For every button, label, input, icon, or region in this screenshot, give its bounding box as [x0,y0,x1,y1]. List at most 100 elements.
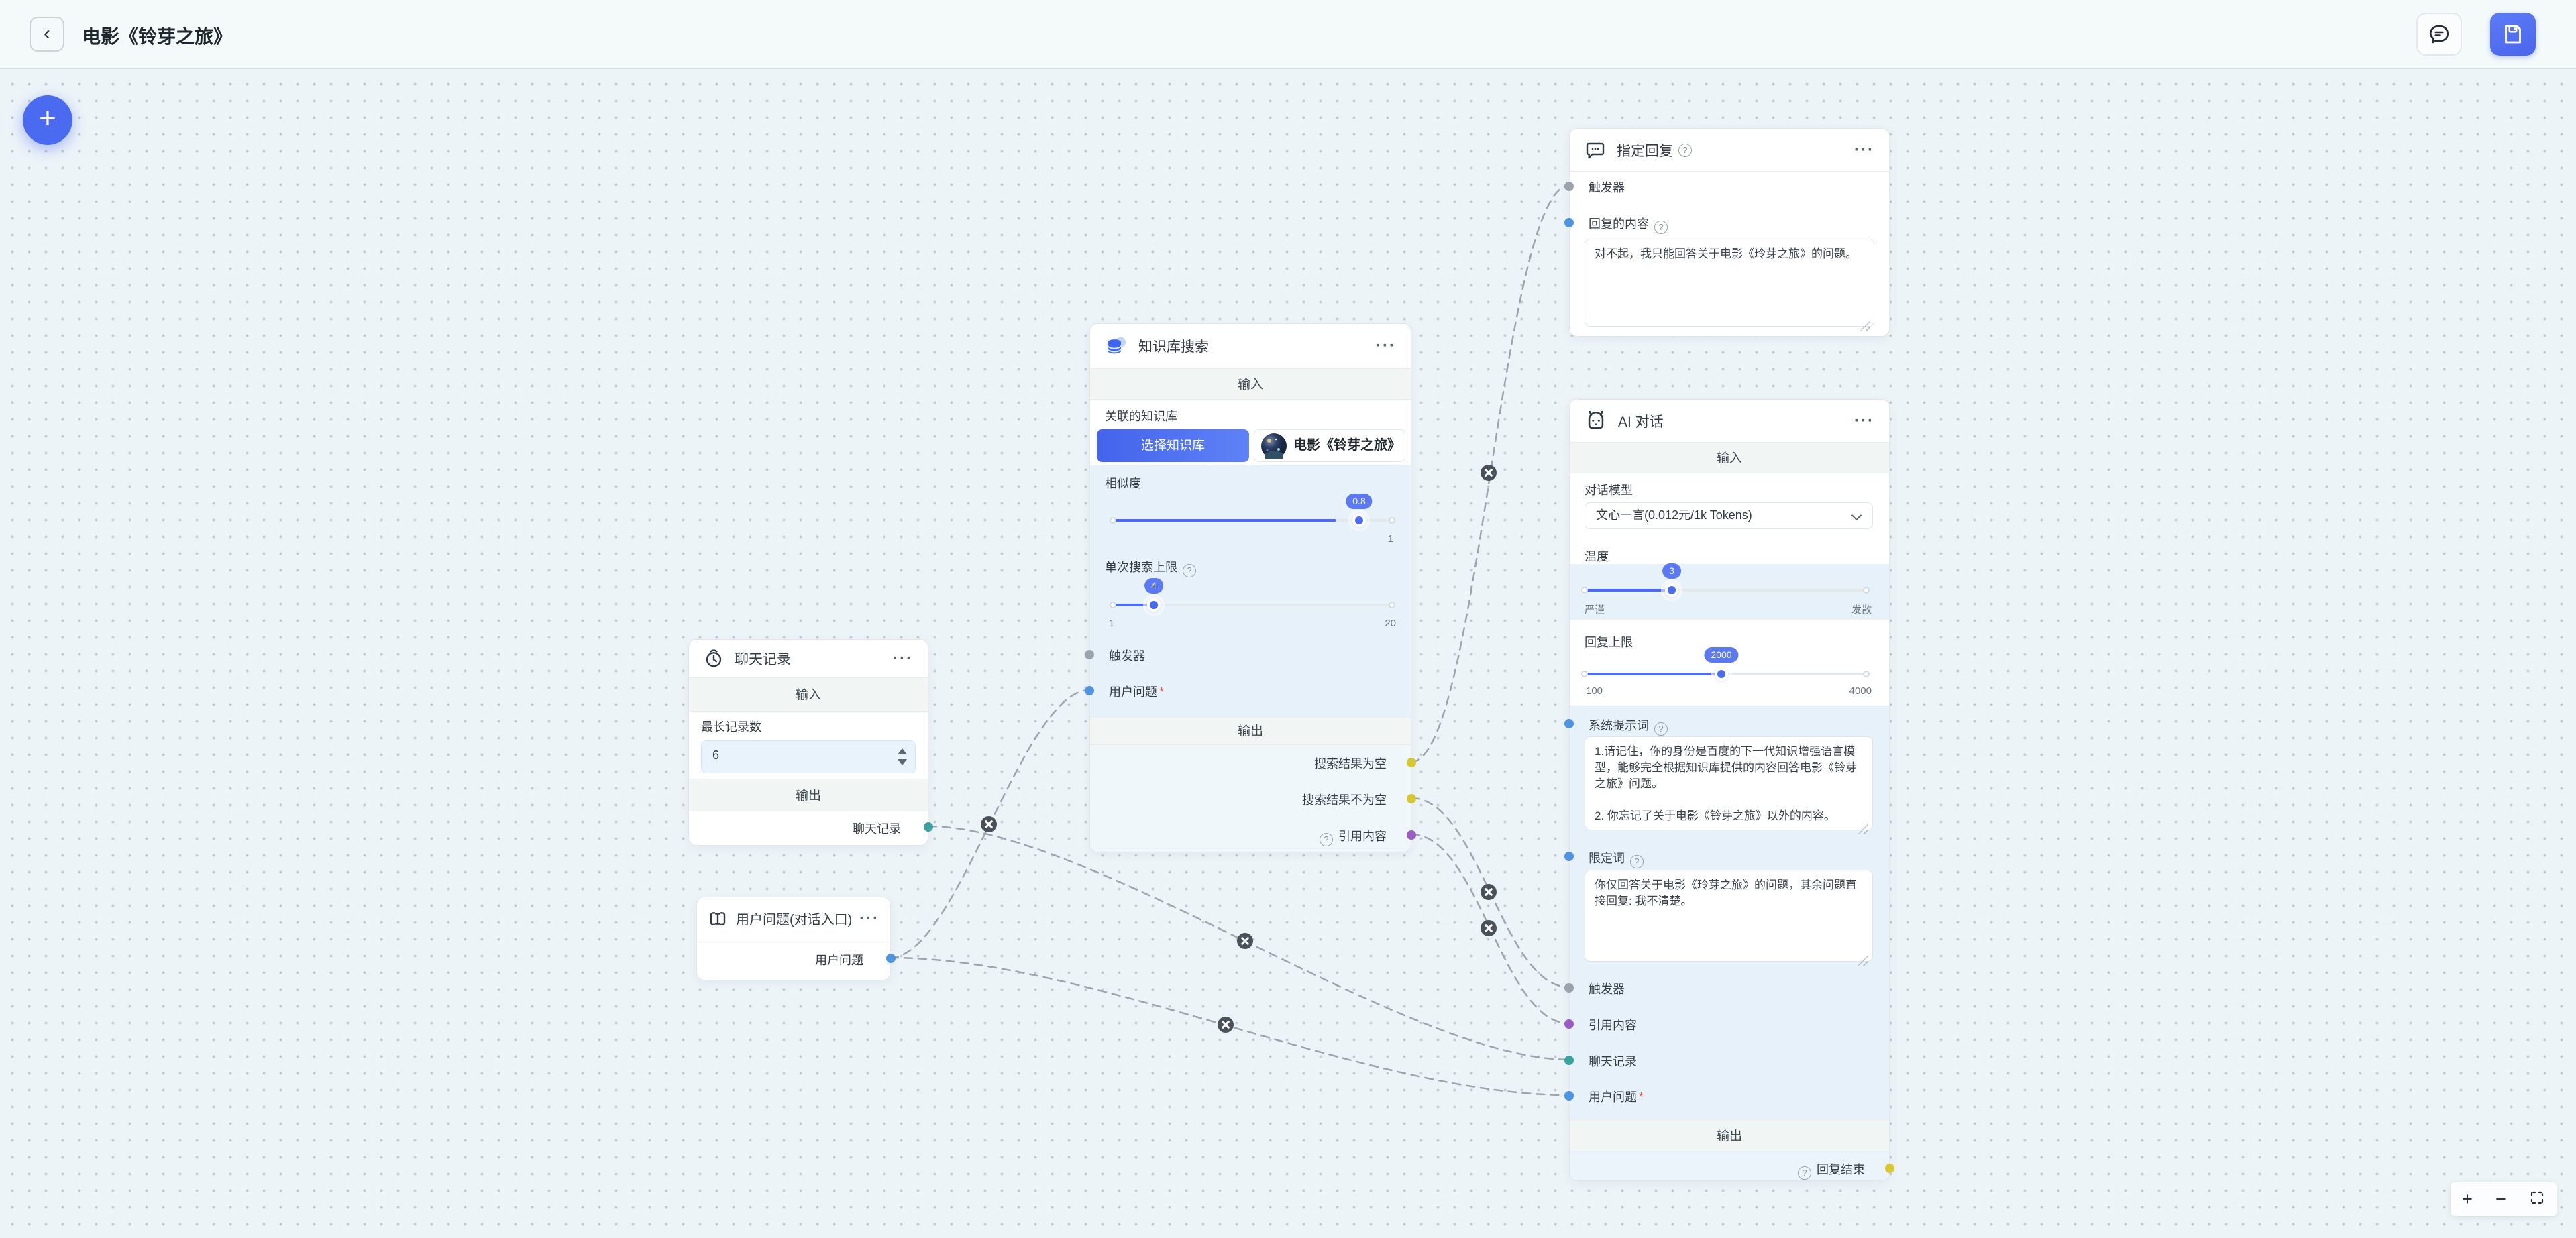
edge-question-to-ai[interactable] [889,956,1570,1096]
help-icon[interactable]: ? [1798,1166,1811,1180]
ai-output-area [1570,1152,1889,1180]
similarity-label: 相似度 [1105,477,1141,490]
node-reply[interactable]: 指定回复 ? ··· 触发器 回复的内容? 对不起，我只能回答关于电影《玲芽之旅… [1564,128,1890,337]
text-cursor-icon [710,911,726,925]
port-kb-question-in[interactable] [1085,686,1094,695]
node-menu-icon[interactable]: ··· [859,909,879,927]
max-records-input[interactable]: 6 [701,740,916,773]
stepper-down-icon[interactable] [898,759,907,765]
reference-port-label: 引用内容 [1589,1019,1637,1032]
node-title: 知识库搜索 [1138,339,1209,355]
kb-chip-name: 电影《铃芽之旅》 [1293,438,1401,453]
node-ai-chat[interactable]: AI 对话 ··· 输入 对话模型 文心一言(0.012元/1k Tokens)… [1564,399,1894,1181]
port-ai-question-in[interactable] [1564,1091,1574,1101]
search-limit-value-badge: 4 [1144,578,1163,594]
model-label: 对话模型 [1585,484,1633,497]
port-ai-qualifier-in[interactable] [1564,852,1574,861]
port-kb-trigger-in[interactable] [1085,650,1094,659]
node-reply-header[interactable]: 指定回复 ? ··· [1570,129,1889,172]
reply-content-textarea[interactable]: 对不起，我只能回答关于电影《玲芽之旅》的问题。 [1585,239,1874,327]
knowledge-base-icon [1107,337,1126,353]
back-button[interactable]: ‹ [30,17,64,52]
node-user-question-header[interactable]: 用户问题(对话入口) ··· [697,897,890,940]
clock-icon [706,649,722,667]
delete-edge-icon[interactable] [981,816,997,832]
edge-kb-empty-to-reply[interactable] [1410,184,1570,763]
slider-cap [1389,517,1395,524]
save-button[interactable] [2490,13,2536,56]
node-menu-icon[interactable]: ··· [893,649,913,667]
port-kb-empty-out[interactable] [1407,758,1416,767]
help-icon[interactable]: ? [1654,722,1668,736]
search-limit-slider-handle[interactable] [1147,598,1161,612]
preview-chat-button[interactable] [2416,13,2462,56]
model-select-value: 文心一言(0.012元/1k Tokens) [1596,508,1752,522]
help-icon[interactable]: ? [1678,143,1692,157]
node-menu-icon[interactable]: ··· [1854,411,1874,430]
node-ai-chat-header[interactable]: AI 对话 ··· [1570,400,1889,443]
delete-edge-icon[interactable] [1481,884,1497,900]
similarity-slider[interactable]: 0.8 [1110,494,1395,527]
slider-cap [1110,517,1116,524]
output-end-label: ?回复结束 [1798,1160,1865,1180]
temperature-max-label: 发散 [1851,604,1872,616]
section-output: 输出 [1090,717,1411,745]
reply-limit-slider[interactable]: 2000 [1581,647,1870,681]
slider-cap [1863,587,1870,594]
node-menu-icon[interactable]: ··· [1854,140,1874,159]
node-menu-icon[interactable]: ··· [1376,336,1396,355]
node-chat-history-header[interactable]: 聊天记录 ··· [689,640,928,677]
reply-limit-max-label: 4000 [1849,685,1872,697]
zoom-in-button[interactable]: + [2462,1188,2473,1209]
port-ai-history-in[interactable] [1564,1056,1574,1065]
node-chat-history[interactable]: 聊天记录 ··· 输入 最长记录数 6 输出 聊天记录 [688,639,933,846]
port-ai-reference-in[interactable] [1564,1019,1574,1029]
help-icon[interactable]: ? [1630,855,1644,868]
port-ai-trigger-in[interactable] [1564,983,1574,993]
reply-limit-slider-handle[interactable] [1715,667,1728,681]
max-records-value: 6 [712,748,720,762]
port-user-question-out[interactable] [886,954,896,963]
port-chat-history-out[interactable] [924,822,933,832]
stepper-up-icon[interactable] [898,748,907,754]
delete-edge-icon[interactable] [1481,920,1497,936]
section-input: 输入 [1570,443,1889,473]
delete-edge-icon[interactable] [1481,465,1497,481]
section-input: 输入 [689,677,928,712]
port-ai-system-prompt-in[interactable] [1564,719,1574,728]
temperature-slider[interactable]: 3 [1581,563,1870,597]
temperature-min-label: 严谨 [1585,604,1605,616]
system-prompt-textarea[interactable]: 1.请记住，你的身份是百度的下一代知识增强语言模型，能够完全根据知识库提供的内容… [1585,736,1873,830]
slider-cap [1581,671,1588,677]
delete-edge-icon[interactable] [1237,933,1253,949]
qualifier-textarea[interactable]: 你仅回答关于电影《玲芽之旅》的问题，其余问题直接回复: 我不清楚。 [1585,870,1873,962]
fit-view-button[interactable] [2529,1190,2545,1209]
kb-chip[interactable]: 电影《铃芽之旅》 [1254,429,1405,462]
add-node-button[interactable]: + [23,95,72,145]
help-icon[interactable]: ? [1183,564,1196,577]
port-reply-trigger-in[interactable] [1564,182,1574,191]
port-reply-content-in[interactable] [1564,218,1574,227]
node-kb-search-header[interactable]: 知识库搜索 ··· [1090,324,1411,368]
zoom-out-button[interactable]: − [2495,1188,2506,1209]
help-icon[interactable]: ? [1654,221,1668,234]
select-kb-button[interactable]: 选择知识库 [1097,429,1249,462]
node-kb-search[interactable]: 知识库搜索 ··· 输入 关联的知识库 选择知识库 电影《铃芽之旅》 相似度 0… [1085,323,1416,852]
node-title: 聊天记录 [735,651,791,667]
port-ai-end-out[interactable] [1885,1164,1894,1173]
similarity-slider-handle[interactable] [1352,514,1366,527]
output-port-label: 聊天记录 [853,822,901,836]
slider-track [1113,604,1392,606]
search-limit-slider[interactable]: 4 [1110,578,1395,612]
delete-edge-icon[interactable] [1218,1017,1234,1033]
temperature-slider-handle[interactable] [1665,583,1678,597]
output-not-empty-label: 搜索结果不为空 [1302,793,1387,807]
section-output: 输出 [1570,1119,1889,1152]
section-output: 输出 [689,779,928,811]
model-select[interactable]: 文心一言(0.012元/1k Tokens) [1585,502,1873,529]
help-icon[interactable]: ? [1320,833,1333,846]
port-kb-not-empty-out[interactable] [1407,794,1416,803]
port-kb-reference-out[interactable] [1407,830,1416,840]
node-user-question[interactable]: 用户问题(对话入口) ··· 用户问题 [696,897,896,980]
